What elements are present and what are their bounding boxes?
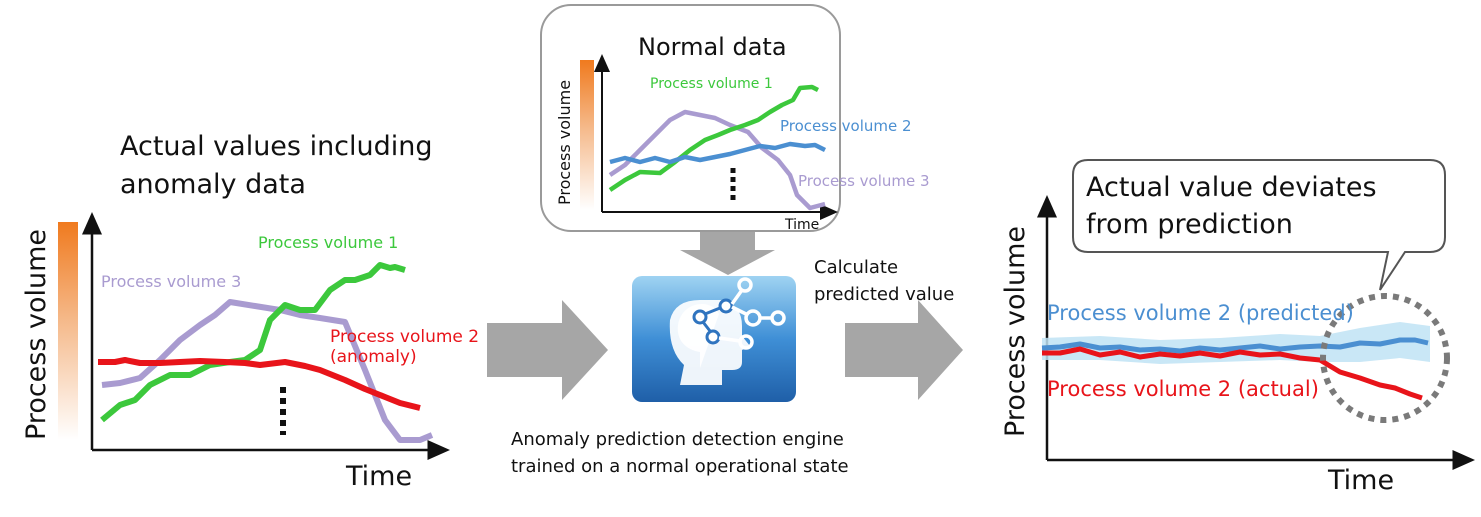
left-x-label: Time (345, 461, 412, 492)
center-label-pv2: Process volume 2 (780, 117, 912, 135)
left-series-pv1 (100, 262, 406, 423)
callout-line2: from prediction (1086, 209, 1293, 240)
center-series-pv2 (609, 141, 827, 165)
right-panel: Actual value deviates from prediction Pr… (1000, 159, 1475, 496)
predicted-confidence-band (1042, 322, 1430, 364)
left-label-pv3: Process volume 3 (101, 272, 241, 291)
right-label-predicted: Process volume 2 (predicted) (1047, 301, 1354, 325)
center-series-pv3 (608, 109, 826, 211)
right-y-label: Process volume (1000, 226, 1031, 437)
deviation-callout-bubble (1072, 159, 1446, 291)
left-y-gradient-bar (58, 222, 78, 440)
normal-data-box (540, 4, 841, 232)
left-y-label: Process volume (21, 229, 52, 440)
left-title-line2: anomaly data (120, 169, 306, 200)
arrow-left-to-engine (487, 300, 608, 400)
right-series-actual (1042, 346, 1423, 401)
left-series-pv2 (98, 357, 421, 411)
ai-brain-network-icon (669, 277, 786, 385)
engine-caption-line1: Anomaly prediction detection engine (511, 429, 844, 450)
left-label-pv1: Process volume 1 (258, 233, 398, 252)
right-series-predicted (1041, 337, 1429, 354)
callout-line1: Actual value deviates (1086, 172, 1377, 203)
left-panel: Actual values including anomaly data Pro… (21, 131, 479, 492)
center-y-label: Process volume (555, 80, 574, 205)
calc-line2: predicted value (814, 284, 954, 305)
left-label-pv2-line1: Process volume 2 (330, 327, 479, 347)
center-panel: Normal data Process volume Process volum… (540, 4, 930, 233)
engine-caption-line2: trained on a normal operational state (511, 456, 849, 477)
left-title-line1: Actual values including (120, 131, 433, 162)
arrow-normal-to-engine (680, 232, 775, 275)
deviation-highlight-circle (1320, 293, 1450, 423)
calc-line1: Calculate (814, 257, 898, 278)
center-label-pv3: Process volume 3 (798, 172, 930, 190)
right-x-label: Time (1327, 465, 1394, 496)
center-series-pv1 (608, 84, 820, 192)
center-x-label: Time (784, 217, 819, 233)
arrow-engine-to-right (845, 300, 963, 400)
right-label-actual: Process volume 2 (actual) (1047, 377, 1319, 401)
left-label-pv2-line2: (anomaly) (330, 347, 417, 367)
center-label-pv1: Process volume 1 (650, 76, 773, 92)
normal-data-title: Normal data (638, 33, 787, 61)
engine-block: Anomaly prediction detection engine trai… (511, 257, 954, 477)
center-y-gradient-bar (580, 60, 594, 210)
